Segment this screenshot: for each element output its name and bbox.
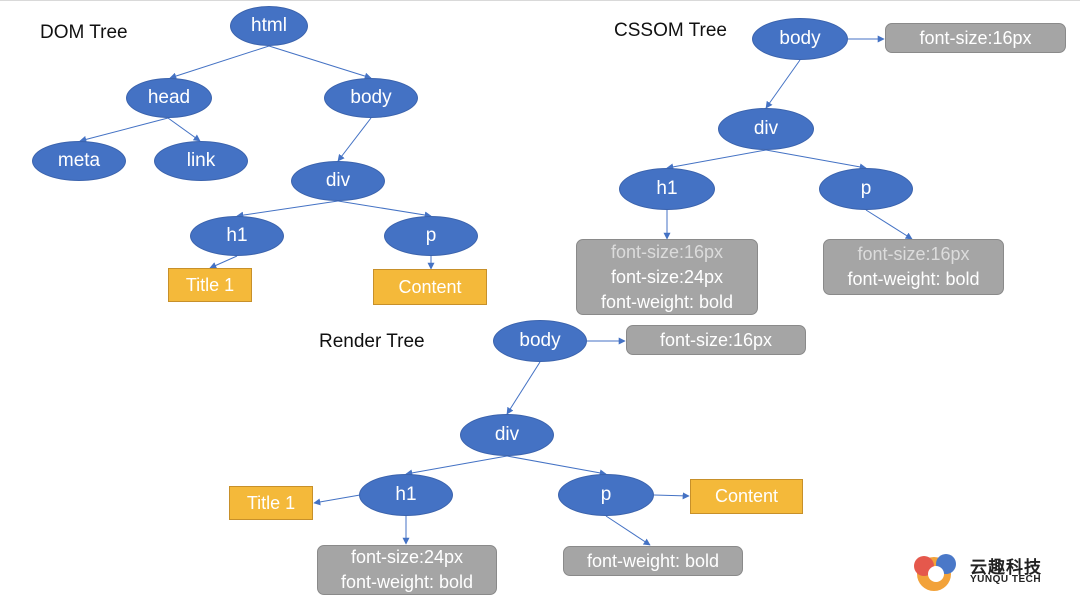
dom-edge-html-head xyxy=(169,45,270,80)
render-body-font-size: font-size:16px xyxy=(659,329,773,350)
dom-node-h1: h1 xyxy=(190,216,284,256)
dom-text-title: Title 1 xyxy=(168,268,252,302)
render-edge-body-div xyxy=(506,361,541,415)
cssom-node-body: body xyxy=(752,18,848,60)
render-node-h1: h1 xyxy=(359,474,453,516)
top-divider xyxy=(0,0,1080,1)
render-text-content: Content xyxy=(690,479,803,514)
render-edge-div-h1 xyxy=(405,455,508,477)
dom-node-head: head xyxy=(126,78,212,118)
cssom-p-font-weight: font-weight: bold xyxy=(847,269,980,289)
dom-tree-title: DOM Tree xyxy=(40,22,128,43)
cssom-node-p: p xyxy=(819,168,913,210)
render-edge-div-p xyxy=(506,455,607,477)
render-node-p: p xyxy=(558,474,654,516)
dom-edge-body-div xyxy=(337,117,372,162)
render-p-font-weight: font-weight: bold xyxy=(586,550,720,571)
cssom-h1-inherited-font-size: font-size:16px xyxy=(610,241,724,262)
render-edge-h1-title xyxy=(313,494,361,506)
yunqu-logo-icon xyxy=(914,554,956,591)
dom-edge-h1-title xyxy=(209,255,238,269)
dom-edge-div-h1 xyxy=(236,200,339,219)
render-edge-p-style xyxy=(605,515,651,546)
cssom-tree-title: CSSOM Tree xyxy=(614,20,727,41)
company-logo: 云趣科技 YUNQU TECH xyxy=(912,550,1072,594)
render-tree-title: Render Tree xyxy=(319,331,425,352)
render-node-div: div xyxy=(460,414,554,456)
dom-node-meta: meta xyxy=(32,141,126,181)
dom-edge-html-body xyxy=(268,45,372,80)
render-h1-style: font-size:24px font-weight: bold xyxy=(317,545,497,595)
cssom-p-inherited-font-size: font-size:16px xyxy=(857,244,970,264)
render-edge-p-content xyxy=(653,492,690,500)
cssom-p-style: font-size:16px font-weight: bold xyxy=(823,239,1004,295)
cssom-h1-style: font-size:16px font-size:24px font-weigh… xyxy=(576,239,758,315)
render-h1-font-weight: font-weight: bold xyxy=(340,572,474,592)
dom-node-body: body xyxy=(324,78,418,118)
cssom-edge-div-h1 xyxy=(666,149,767,171)
render-node-body: body xyxy=(493,320,587,362)
dom-node-p: p xyxy=(384,216,478,256)
cssom-edge-div-p xyxy=(765,149,867,171)
cssom-body-style: font-size:16px xyxy=(885,23,1066,53)
cssom-node-div: div xyxy=(718,108,814,150)
cssom-body-font-size: font-size:16px xyxy=(919,27,1032,48)
cssom-h1-font-weight: font-weight: bold xyxy=(600,291,734,312)
logo-name-en: YUNQU TECH xyxy=(970,574,1042,585)
cssom-edge-p-style xyxy=(865,209,913,240)
dom-edge-div-p xyxy=(337,200,432,219)
cssom-h1-font-size: font-size:24px xyxy=(610,266,724,287)
dom-node-div: div xyxy=(291,161,385,201)
dom-edge-head-meta xyxy=(79,117,169,143)
logo-name-cn: 云趣科技 xyxy=(970,558,1042,577)
render-text-title: Title 1 xyxy=(229,486,313,520)
render-p-style: font-weight: bold xyxy=(563,546,743,576)
cssom-edge-body-div xyxy=(765,59,801,109)
dom-node-link: link xyxy=(154,141,248,181)
cssom-node-h1: h1 xyxy=(619,168,715,210)
render-body-style: font-size:16px xyxy=(626,325,806,355)
render-h1-font-size: font-size:24px xyxy=(350,547,464,567)
dom-text-content: Content xyxy=(373,269,487,305)
dom-node-html: html xyxy=(230,6,308,46)
dom-edge-head-link xyxy=(167,117,201,142)
